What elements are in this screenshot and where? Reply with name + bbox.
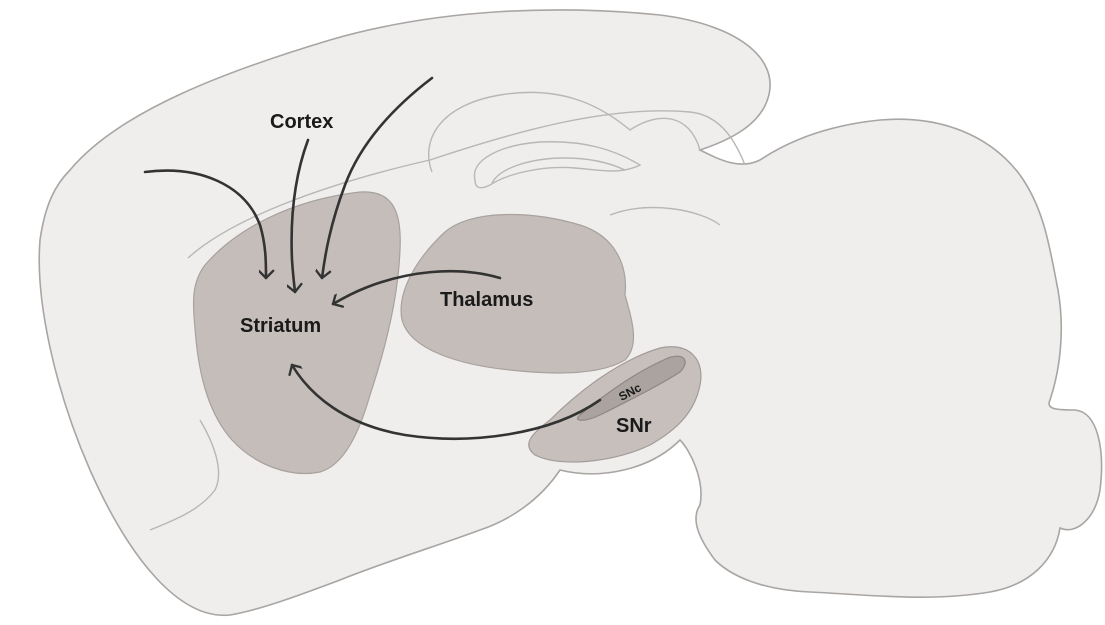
- cortex-label: Cortex: [270, 111, 333, 133]
- striatum-label: Striatum: [240, 315, 321, 337]
- thalamus-label: Thalamus: [440, 289, 533, 311]
- snr-label: SNr: [616, 415, 652, 437]
